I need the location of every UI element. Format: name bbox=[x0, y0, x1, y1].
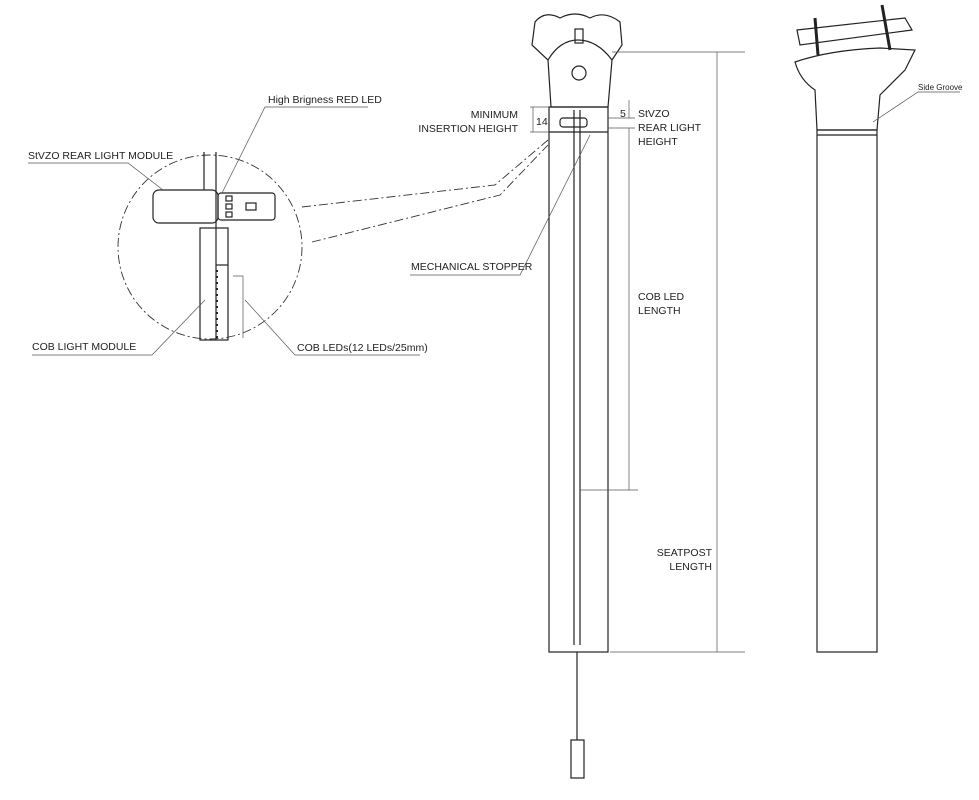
rear-height-value: 5 bbox=[620, 108, 626, 120]
label-rear-light-module: StVZO REAR LIGHT MODULE bbox=[28, 150, 173, 162]
seatpost-front-view bbox=[531, 13, 623, 779]
label-rear-height-2: REAR LIGHT bbox=[638, 122, 702, 134]
label-min-insertion-2: INSERTION HEIGHT bbox=[418, 123, 518, 135]
min-insertion-value: 14 bbox=[536, 116, 548, 128]
label-side-groove: Side Groove bbox=[918, 83, 963, 92]
label-cob-length-2: LENGTH bbox=[638, 305, 681, 317]
detail-magnifier bbox=[117, 139, 549, 341]
label-cob-leds: COB LEDs(12 LEDs/25mm) bbox=[297, 342, 428, 354]
label-cob-length-1: COB LED bbox=[638, 291, 685, 303]
label-seatpost-length-2: LENGTH bbox=[669, 561, 712, 573]
label-red-led: High Brigness RED LED bbox=[268, 94, 382, 106]
label-cob-light-module: COB LIGHT MODULE bbox=[32, 341, 136, 353]
label-mechanical-stopper: MECHANICAL STOPPER bbox=[411, 261, 533, 273]
label-rear-height-1: StVZO bbox=[638, 108, 670, 120]
seatpost-side-view bbox=[794, 4, 916, 653]
label-rear-height-3: HEIGHT bbox=[638, 136, 678, 148]
label-seatpost-length-1: SEATPOST bbox=[657, 547, 713, 559]
rear-light-module-detail bbox=[152, 152, 276, 341]
label-min-insertion-1: MINIMUM bbox=[471, 109, 518, 121]
